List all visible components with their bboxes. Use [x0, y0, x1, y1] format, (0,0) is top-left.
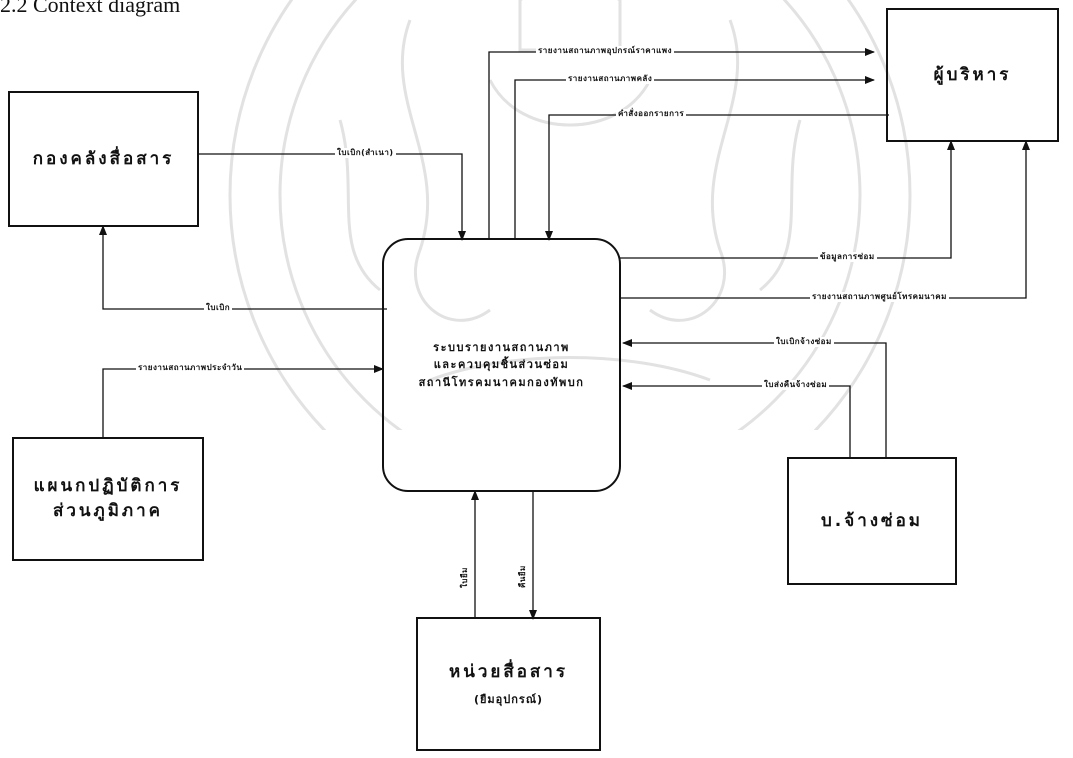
flow-requisition-line: [103, 226, 387, 309]
entity-comm-unit-label: หน่วยสื่อสาร: [449, 660, 568, 685]
entity-executives: ผู้บริหาร: [886, 8, 1059, 142]
flow-daily-status-line: [103, 369, 383, 438]
flow-repair-requisition-line: [623, 343, 886, 459]
entity-regional-ops: แผนกปฏิบัติการ ส่วนภูมิภาค: [12, 437, 204, 561]
entity-comm-unit-note: (ยืมอุปกรณ์): [474, 690, 543, 708]
process-line-2: และควบคุมชิ้นส่วนซ่อม: [434, 356, 570, 374]
entity-repair-contractor: บ.จ้างซ่อม: [787, 457, 957, 585]
entity-supply-depot-label: กองคลังสื่อสาร: [33, 147, 175, 172]
flow-requisition-copy-line: [198, 154, 462, 240]
flow-label-requisition-copy: ใบเบิก(สำเนา): [335, 148, 396, 158]
flow-warehouse-status-line: [515, 80, 874, 240]
entity-regional-ops-line-1: แผนกปฏิบัติการ: [34, 474, 183, 499]
entity-executives-label: ผู้บริหาร: [934, 63, 1012, 88]
flow-label-requisition: ใบเบิก: [204, 303, 232, 313]
flow-label-equipment-status: รายงานสถานภาพอุปกรณ์ราคาแพง: [536, 46, 674, 56]
flow-label-repair-return: ใบส่งคืนจ้างซ่อม: [762, 380, 829, 390]
entity-comm-unit: หน่วยสื่อสาร (ยืมอุปกรณ์): [416, 617, 601, 751]
process-line-3: สถานีโทรคมนาคมกองทัพบก: [419, 374, 585, 392]
flow-label-repair-data: ข้อมูลการซ่อม: [818, 252, 877, 262]
flow-label-daily-status: รายงานสถานภาพประจำวัน: [136, 363, 244, 373]
flow-label-return: คืนยืม: [518, 563, 528, 590]
flow-label-warehouse-status: รายงานสถานภาพคลัง: [566, 74, 654, 84]
process-line-1: ระบบรายงานสถานภาพ: [433, 339, 570, 357]
flow-repair-return-line: [623, 386, 850, 459]
entity-supply-depot: กองคลังสื่อสาร: [8, 91, 199, 227]
entity-regional-ops-line-2: ส่วนภูมิภาค: [53, 499, 163, 524]
entity-repair-contractor-label: บ.จ้างซ่อม: [821, 509, 923, 534]
central-process: ระบบรายงานสถานภาพ และควบคุมชิ้นส่วนซ่อม …: [382, 238, 621, 492]
flow-purchase-order-line: [549, 115, 889, 240]
flow-center-status-line: [619, 141, 1026, 298]
flow-label-loan: ใบยืม: [460, 565, 470, 590]
flow-label-repair-requisition: ใบเบิกจ้างซ่อม: [774, 337, 834, 347]
flow-label-purchase-order: คำสั่งออกรายการ: [616, 109, 686, 119]
flow-label-center-status: รายงานสถานภาพศูนย์โทรคมนาคม: [810, 292, 949, 302]
flow-repair-data-line: [619, 141, 951, 258]
